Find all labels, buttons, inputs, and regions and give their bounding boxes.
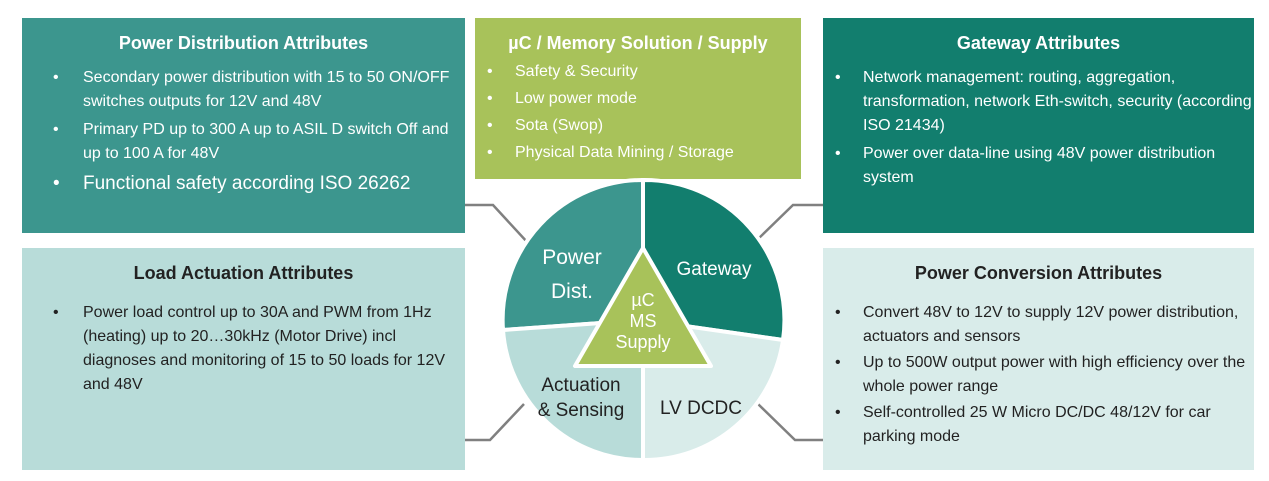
list-item: Physical Data Mining / Storage: [487, 139, 801, 166]
gateway-box: Gateway Attributes Network management: r…: [823, 18, 1254, 233]
power-conversion-list: Convert 48V to 12V to supply 12V power d…: [835, 301, 1254, 449]
power-distribution-box: Power Distribution Attributes Secondary …: [22, 18, 465, 233]
label-power-dist-line1: Power: [542, 246, 602, 269]
gateway-title: Gateway Attributes: [956, 33, 1121, 53]
label-gateway: Gateway: [677, 259, 752, 280]
label-center-line3: Supply: [615, 332, 670, 352]
list-item: Self-controlled 25 W Micro DC/DC 48/12V …: [835, 401, 1254, 449]
mc-memory-title: µC / Memory Solution / Supply: [508, 33, 768, 53]
load-actuation-box: Load Actuation Attributes Power load con…: [22, 248, 465, 470]
label-center-line2: MS: [630, 311, 657, 331]
list-item: Power load control up to 30A and PWM fro…: [53, 301, 465, 397]
mc-memory-list: Safety & Security Low power mode Sota (S…: [487, 58, 801, 166]
connector-line-load-actuation: [465, 403, 525, 442]
list-item: Safety & Security: [487, 58, 801, 85]
sector-gateway: [641, 177, 787, 343]
label-center-line1: µC: [631, 290, 654, 310]
power-distribution-title: Power Distribution Attributes: [118, 33, 369, 53]
list-item: Secondary power distribution with 15 to …: [53, 66, 465, 114]
list-item: Functional safety according ISO 26262: [53, 170, 465, 198]
list-item: Network management: routing, aggregation…: [835, 66, 1254, 138]
label-actuation-line2: & Sensing: [538, 400, 625, 421]
mc-memory-box: µC / Memory Solution / Supply Safety & S…: [475, 18, 801, 179]
load-actuation-title: Load Actuation Attributes: [133, 263, 354, 283]
power-distribution-list: Secondary power distribution with 15 to …: [53, 66, 465, 198]
power-conversion-box: Power Conversion Attributes Convert 48V …: [823, 248, 1254, 470]
label-power-dist-line2: Dist.: [551, 280, 593, 303]
center-triangle: [573, 246, 713, 368]
gateway-list: Network management: routing, aggregation…: [835, 66, 1254, 190]
list-item: Primary PD up to 300 A up to ASIL D swit…: [53, 118, 465, 166]
load-actuation-list: Power load control up to 30A and PWM fro…: [53, 301, 465, 397]
connector-line-power-distribution: [465, 203, 529, 244]
list-item: Low power mode: [487, 85, 801, 112]
sector-power-dist: [500, 177, 645, 333]
label-actuation-line1: Actuation: [541, 375, 620, 396]
list-item: Sota (Swop): [487, 112, 801, 139]
power-conversion-title: Power Conversion Attributes: [914, 263, 1163, 283]
list-item: Power over data-line using 48V power dis…: [835, 142, 1254, 190]
list-item: Convert 48V to 12V to supply 12V power d…: [835, 301, 1254, 349]
label-lv-dcdc: LV DCDC: [660, 398, 742, 419]
connector-line-power-conversion: [757, 403, 823, 442]
connector-line-gateway: [755, 203, 823, 242]
list-item: Up to 500W output power with high effici…: [835, 351, 1254, 399]
